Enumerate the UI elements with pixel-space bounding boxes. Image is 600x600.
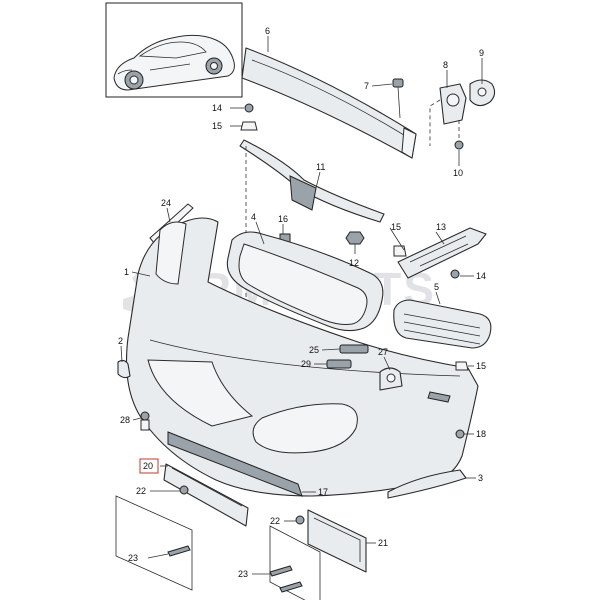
part-29-strip — [326, 359, 352, 369]
vehicle-thumbnail — [105, 2, 243, 98]
part-23-screw-right-b — [279, 581, 303, 593]
part-25-strip — [339, 344, 369, 354]
callout-3: 3 — [478, 473, 483, 483]
callout-13: 13 — [436, 222, 446, 232]
part-1-bumper-cover — [126, 217, 479, 497]
callout-9: 9 — [479, 48, 484, 58]
callout-17: 17 — [318, 487, 328, 497]
part-11-guide-strip — [239, 139, 385, 326]
callout-18: 18 — [476, 429, 486, 439]
part-6-impact-beam — [241, 47, 417, 159]
callout-15-top: 15 — [212, 121, 222, 131]
part-23-screw-left — [167, 545, 191, 557]
callout-14-right: 14 — [476, 271, 486, 281]
part-23-screw-right-a — [269, 565, 293, 577]
callout-27: 27 — [378, 347, 388, 357]
part-4-grille-frame — [226, 231, 384, 332]
callout-25: 25 — [309, 345, 319, 355]
part-20-plate-bracket — [163, 463, 249, 527]
part-15-clip-lower — [455, 361, 469, 371]
callout-12: 12 — [349, 258, 359, 268]
callout-4: 4 — [251, 212, 256, 222]
callouts: 6 7 8 9 10 14 15 11 24 4 16 12 15 13 14 … — [118, 26, 486, 579]
part-15-clip-right — [393, 245, 407, 257]
part-13-side-bracket — [397, 227, 487, 279]
part-7-bolt — [392, 78, 404, 119]
part-5-side-grille — [393, 299, 492, 349]
leader-lines — [120, 36, 483, 575]
callout-2: 2 — [118, 336, 123, 346]
part-28-bolt — [140, 411, 150, 431]
callout-29: 29 — [301, 359, 311, 369]
callout-15-lower: 15 — [476, 361, 486, 371]
part-22-screw-left — [179, 485, 189, 495]
callout-15-right: 15 — [391, 222, 401, 232]
plate-outline-right — [269, 525, 321, 600]
part-14-screw-top — [244, 103, 254, 113]
part-18-bolt — [455, 429, 465, 439]
callout-10: 10 — [453, 168, 463, 178]
part-14-screw-right — [450, 269, 460, 279]
part-21-plate-holder — [307, 509, 367, 573]
callout-24: 24 — [161, 198, 171, 208]
part-27-mount — [379, 367, 403, 391]
callout-22-right: 22 — [270, 516, 280, 526]
callout-14-top: 14 — [212, 103, 222, 113]
part-10-screw — [454, 120, 464, 150]
callout-16: 16 — [278, 214, 288, 224]
callout-21: 21 — [378, 538, 388, 548]
callout-22-left: 22 — [136, 486, 146, 496]
callout-6: 6 — [265, 26, 270, 36]
callout-1: 1 — [124, 267, 129, 277]
part-12-nut — [345, 231, 365, 245]
callout-28: 28 — [120, 415, 130, 425]
callout-11: 11 — [316, 162, 325, 172]
callout-23-left: 23 — [128, 553, 138, 563]
callout-20-box — [139, 458, 159, 474]
part-17-lower-spoiler — [167, 431, 303, 497]
callout-20: 20 — [143, 461, 153, 471]
part-8-bracket — [429, 83, 467, 146]
part-22-screw-right — [295, 515, 305, 525]
callout-5: 5 — [434, 282, 439, 292]
callout-23-right: 23 — [238, 569, 248, 579]
plate-outline-left — [115, 495, 193, 591]
callout-7: 7 — [364, 81, 369, 91]
part-15-clip-top — [240, 121, 258, 131]
callout-8: 8 — [443, 60, 448, 70]
